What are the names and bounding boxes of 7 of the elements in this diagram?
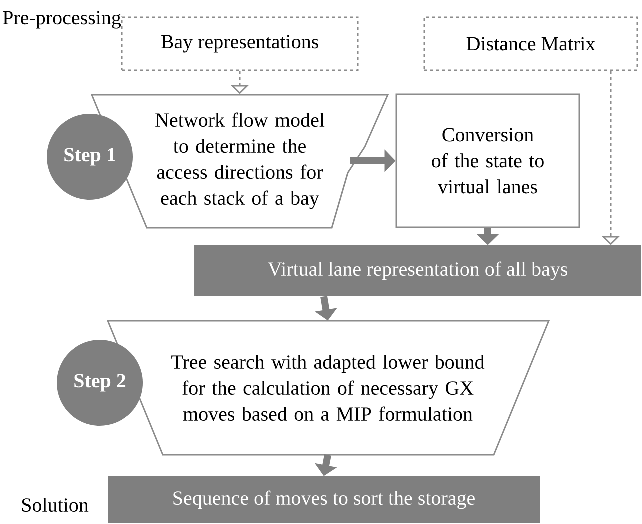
dashed-box: Distance Matrix	[424, 16, 638, 72]
result-bar: Virtual lane representation of all bays	[194, 246, 642, 296]
side-label: Solution	[22, 498, 89, 512]
side-label: Pre-processing	[3, 11, 122, 29]
dashed-box: Bay representations	[121, 16, 359, 72]
result-bar: Sequence of moves to sort the storage	[108, 476, 540, 524]
process-box: Conversion of the state to virtual lanes	[396, 94, 580, 228]
